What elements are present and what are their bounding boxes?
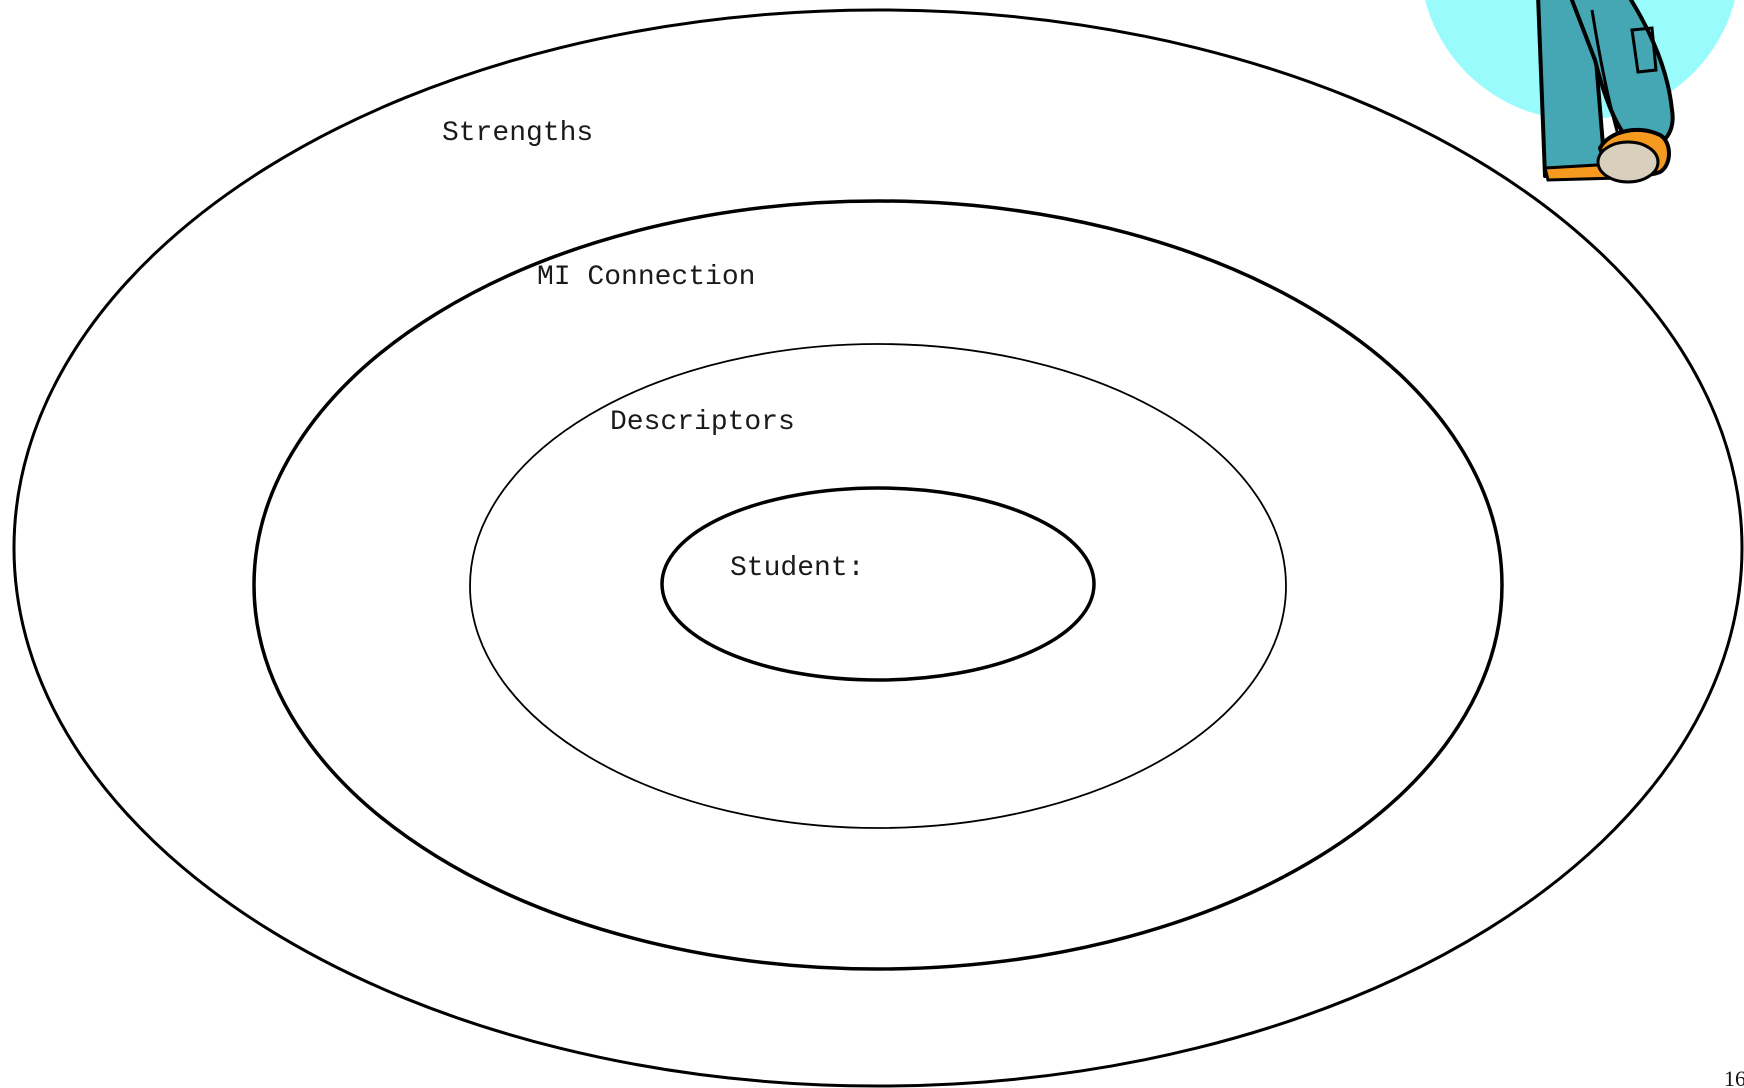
label-student: Student: <box>730 553 864 584</box>
label-strengths: Strengths <box>442 118 593 149</box>
ring-student <box>662 488 1094 680</box>
ring-descriptors <box>470 344 1286 828</box>
ring-mi-connection <box>254 201 1502 969</box>
label-descriptors: Descriptors <box>610 407 795 438</box>
label-mi-connection: MI Connection <box>537 262 755 293</box>
ring-strengths <box>14 10 1742 1086</box>
clipart-shoe-sole <box>1598 142 1658 182</box>
page-number: 16 <box>1724 1066 1744 1088</box>
